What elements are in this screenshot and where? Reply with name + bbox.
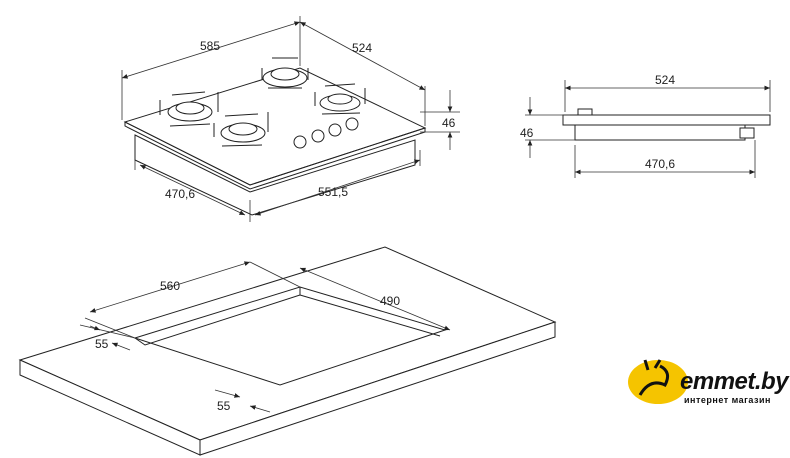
- logo-tagline: интернет магазин: [684, 395, 771, 405]
- logo-name: emmet.by: [680, 368, 789, 395]
- dim-cutout-width-label: 551,5: [318, 185, 348, 199]
- dim-width-label: 585: [200, 39, 220, 53]
- countertop-front-offset-label: 55: [217, 399, 231, 413]
- hob-isometric: [121, 16, 460, 222]
- dim-height-label: 46: [442, 116, 456, 130]
- burner-left: [159, 91, 219, 127]
- burner-front: [213, 112, 269, 147]
- control-knobs: [293, 117, 359, 149]
- emmet-logo-icon: [628, 359, 688, 404]
- side-body-depth-label: 470,6: [645, 157, 675, 171]
- hob-side-view: [525, 80, 771, 178]
- dim-cutout-depth-label: 470,6: [165, 187, 195, 201]
- countertop-depth-label: 490: [380, 294, 400, 308]
- side-height-label: 46: [520, 126, 534, 140]
- burner-right: [314, 83, 366, 115]
- countertop-width-label: 560: [160, 279, 180, 293]
- burner-back: [261, 57, 309, 89]
- side-depth-label: 524: [655, 73, 675, 87]
- countertop-side-offset-label: 55: [95, 337, 109, 351]
- dim-depth-label: 524: [352, 41, 372, 55]
- countertop-cutout: [18, 246, 557, 456]
